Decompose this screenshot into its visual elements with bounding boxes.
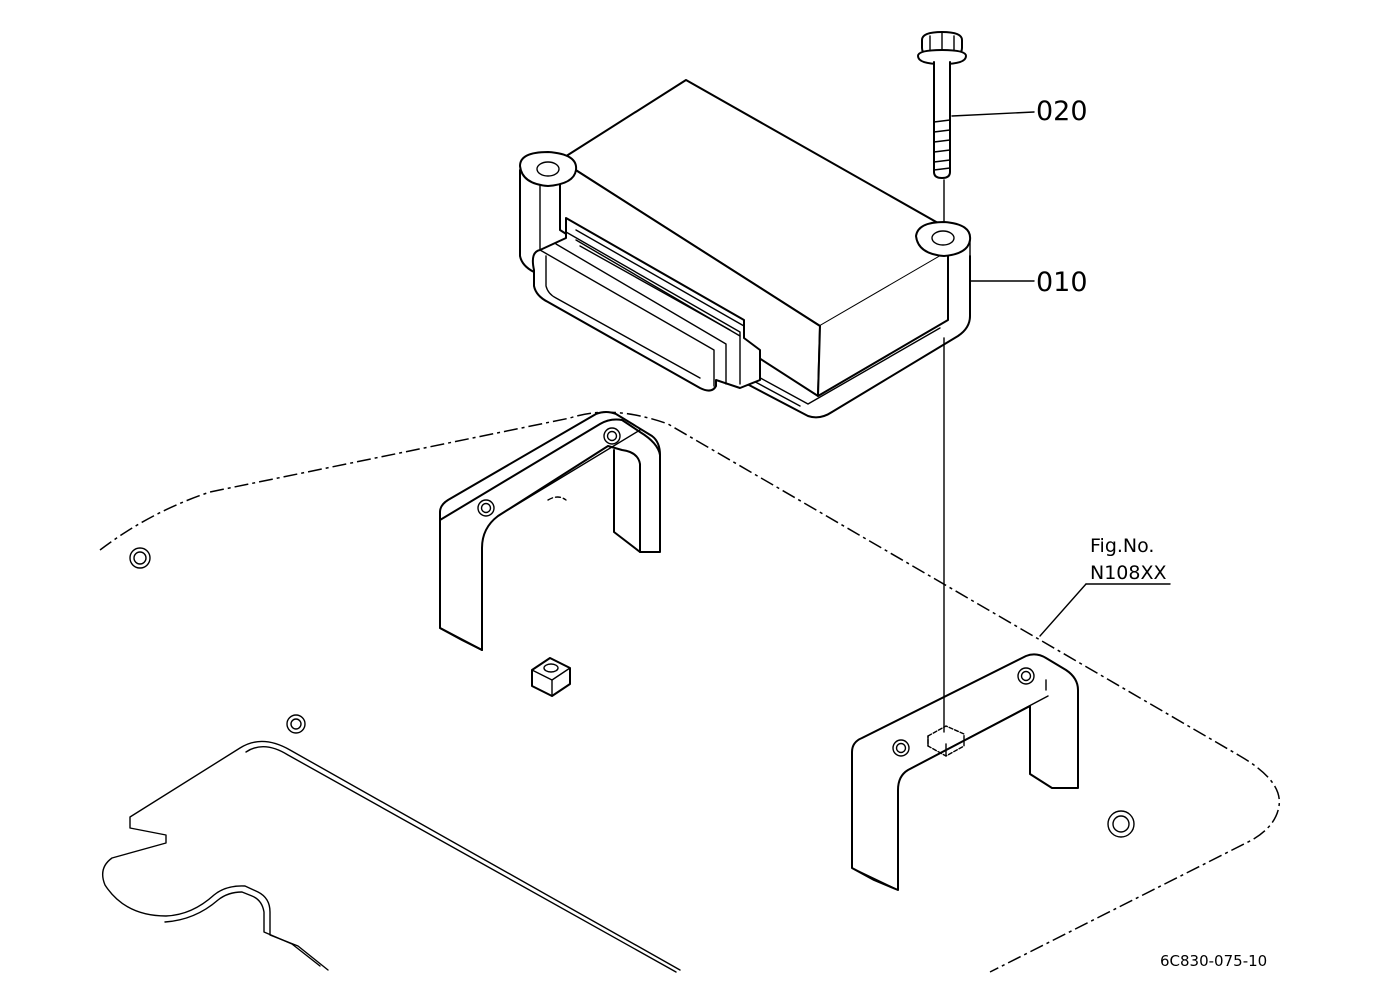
front-bracket [851,653,1079,891]
plate-cutout [102,740,681,973]
controller-unit [519,79,972,419]
rear-bracket [439,411,661,651]
callout-020: 020 [1036,96,1088,127]
drawing-number: 6C830-075-10 [1160,952,1267,970]
square-nut [531,657,571,697]
hex-flange-bolt [917,31,967,179]
leader-fig-ref [1039,583,1087,637]
fig-ref-number: N108XX [1090,562,1167,584]
leader-020 [951,111,1035,117]
callout-010: 010 [1036,267,1088,298]
fig-ref-label: Fig.No. [1090,535,1154,557]
base-plate-outline [99,411,1281,973]
